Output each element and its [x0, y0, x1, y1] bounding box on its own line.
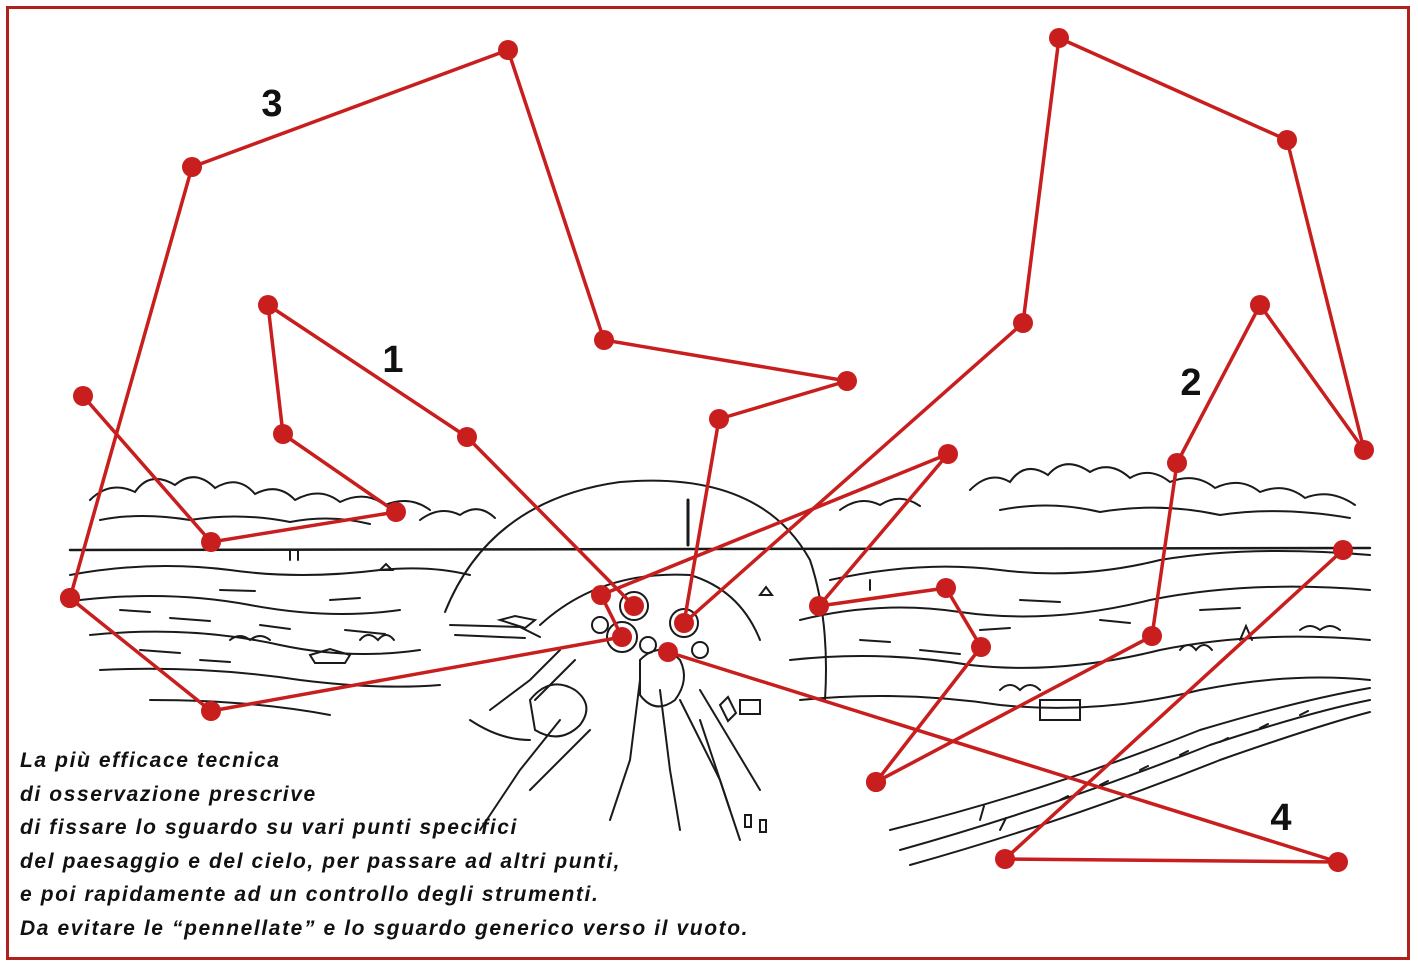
caption-line: Da evitare le “pennellate” e lo sguardo … — [20, 912, 920, 946]
path-3-fixation-point — [1277, 130, 1297, 150]
path-label-3: 3 — [261, 83, 282, 125]
path-3-fixation-point — [1013, 313, 1033, 333]
caption-line: di osservazione prescrive — [20, 778, 920, 812]
caption-line: del paesaggio e del cielo, per passare a… — [20, 845, 920, 879]
path-2-fixation-point — [936, 578, 956, 598]
path-3-fixation-point — [594, 330, 614, 350]
path-2-fixation-point — [612, 627, 632, 647]
path-1-fixation-point — [457, 427, 477, 447]
path-label-1: 1 — [382, 339, 403, 381]
path-2-fixation-point — [60, 588, 80, 608]
path-1-line — [83, 305, 634, 606]
path-2-fixation-point — [201, 701, 221, 721]
path-label-4: 4 — [1270, 797, 1291, 839]
path-4-fixation-point — [658, 642, 678, 662]
path-3-fixation-point — [837, 371, 857, 391]
path-2-fixation-point — [971, 637, 991, 657]
path-label-2: 2 — [1180, 362, 1201, 404]
path-1-fixation-point — [624, 596, 644, 616]
path-1-fixation-point — [201, 532, 221, 552]
path-3-fixation-point — [1250, 295, 1270, 315]
path-1-fixation-point — [386, 502, 406, 522]
path-4-fixation-point — [995, 849, 1015, 869]
path-3-fixation-point — [674, 613, 694, 633]
caption-line: La più efficace tecnica — [20, 744, 920, 778]
caption-text: La più efficace tecnica di osservazione … — [20, 744, 920, 945]
caption-line: e poi rapidamente ad un controllo degli … — [20, 878, 920, 912]
path-1-fixation-point — [258, 295, 278, 315]
path-1-fixation-point — [273, 424, 293, 444]
path-4-fixation-point — [1328, 852, 1348, 872]
path-3-fixation-point — [1354, 440, 1374, 460]
path-3-fixation-point — [182, 157, 202, 177]
path-4-fixation-point — [1333, 540, 1353, 560]
path-1-fixation-point — [73, 386, 93, 406]
path-3-fixation-point — [1142, 626, 1162, 646]
path-2-fixation-point — [809, 596, 829, 616]
caption-line: di fissare lo sguardo su vari punti spec… — [20, 811, 920, 845]
path-3-fixation-point — [709, 409, 729, 429]
path-3-fixation-point — [498, 40, 518, 60]
path-3-fixation-point — [1049, 28, 1069, 48]
path-2-fixation-point — [591, 585, 611, 605]
path-3-fixation-point — [1167, 453, 1187, 473]
path-2-fixation-point — [938, 444, 958, 464]
